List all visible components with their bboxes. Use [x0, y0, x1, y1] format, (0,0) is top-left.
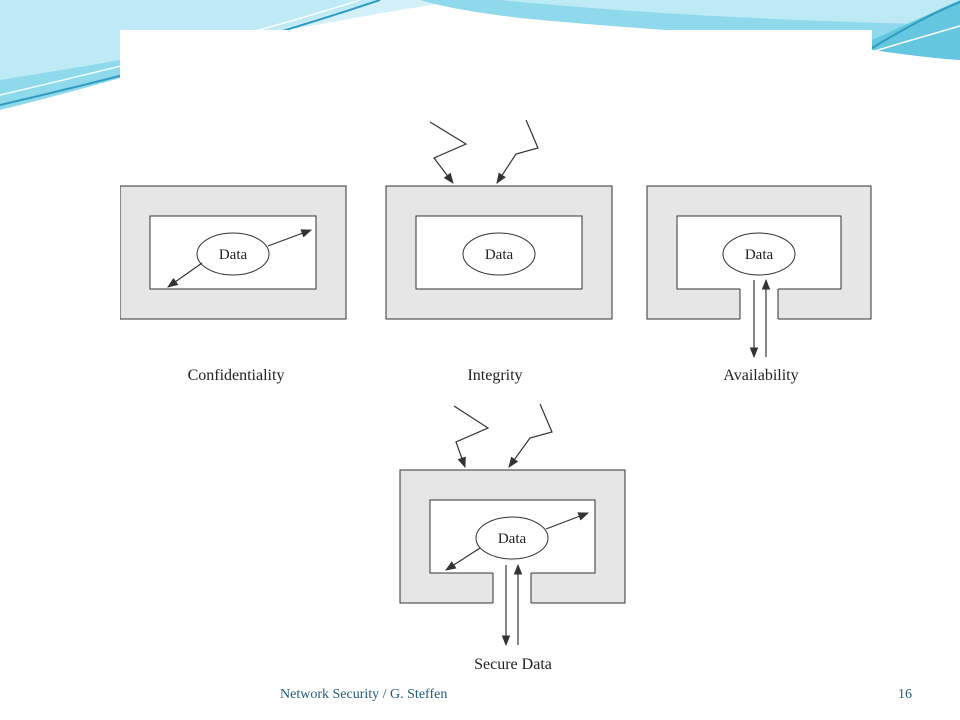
lightning-arrow-left [429, 121, 468, 184]
arrow-out-right [545, 512, 590, 530]
data-ellipse [462, 232, 536, 276]
footer-text: Network Security / G. Steffen [280, 687, 448, 702]
arrow-out-left [167, 262, 203, 288]
panel-integrity: Data Integrity [385, 119, 613, 384]
panel-label-secure-data: Secure Data [474, 656, 552, 673]
panel-label-availability: Availability [723, 367, 798, 384]
lightning-arrow-left [453, 405, 490, 469]
top-right-wave-light [500, 0, 960, 25]
access-gap [740, 288, 778, 320]
page-number: 16 [898, 687, 912, 702]
data-label: Data [485, 247, 514, 263]
lightning-arrow-right [508, 403, 553, 468]
data-ellipse [475, 516, 549, 560]
arrow-out-left [445, 547, 481, 571]
panel-label-confidentiality: Confidentiality [188, 367, 285, 384]
data-label: Data [219, 247, 248, 263]
top-left-wave-light [0, 0, 470, 80]
panel-confidentiality: Data Confidentiality [120, 185, 347, 384]
data-label: Data [498, 531, 527, 547]
lightning-arrow-right [496, 119, 539, 184]
access-gap [493, 572, 531, 604]
data-ellipse [196, 232, 270, 276]
panel-availability: Data Availability [646, 185, 872, 384]
right-wave-line [871, 1, 960, 49]
security-diagram: Data Confidentiality Data Integrity Data [120, 119, 872, 673]
panel-label-integrity: Integrity [467, 367, 522, 384]
arrow-out-right [267, 229, 313, 247]
right-wave-line-2 [871, 25, 960, 53]
diagram-area: Data Confidentiality Data Integrity Data [120, 30, 872, 675]
data-label: Data [745, 247, 774, 263]
data-ellipse [722, 232, 796, 276]
panel-secure-data: Data Secure Data [399, 403, 626, 673]
